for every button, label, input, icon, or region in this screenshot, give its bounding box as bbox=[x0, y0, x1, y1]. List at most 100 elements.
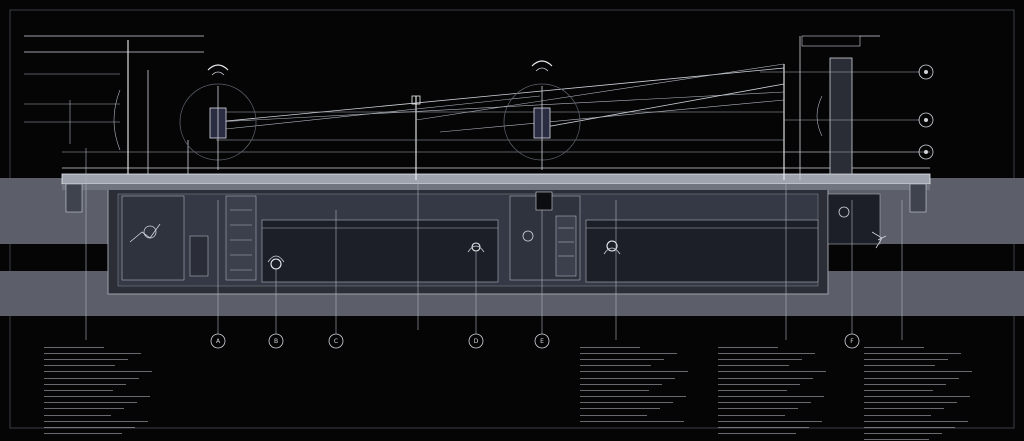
note-line bbox=[44, 416, 148, 422]
right-callout-2 bbox=[918, 112, 934, 128]
callout-label: B bbox=[274, 338, 278, 345]
callout-circle bbox=[534, 333, 550, 349]
bottom-callout-c4: D bbox=[468, 333, 484, 349]
note-line bbox=[718, 361, 789, 367]
note-line bbox=[718, 416, 822, 422]
note-line bbox=[44, 361, 115, 367]
note-line bbox=[718, 342, 778, 348]
note-block-mid bbox=[580, 342, 688, 422]
bottom-callout-c1: A bbox=[210, 333, 226, 349]
deck-underside bbox=[62, 184, 930, 190]
callout-label: D bbox=[474, 338, 479, 345]
note-line bbox=[718, 422, 809, 429]
note-line bbox=[44, 385, 113, 391]
right-leaders bbox=[760, 71, 920, 153]
note-line bbox=[864, 410, 931, 416]
callout-circle bbox=[268, 333, 284, 349]
note-line bbox=[44, 404, 124, 410]
note-line bbox=[44, 398, 137, 404]
note-line bbox=[864, 385, 933, 391]
right-tower bbox=[829, 57, 853, 175]
note-line bbox=[44, 410, 111, 416]
note-line bbox=[44, 367, 152, 373]
callout-label: F bbox=[850, 338, 854, 345]
note-line bbox=[718, 392, 824, 398]
callout-circle bbox=[328, 333, 344, 349]
callout-circle bbox=[210, 333, 226, 349]
lamp-center bbox=[503, 60, 581, 170]
bottom-callout-c3: C bbox=[328, 333, 344, 349]
note-line bbox=[44, 354, 128, 360]
right-callout-3 bbox=[918, 144, 934, 160]
note-line bbox=[580, 385, 649, 391]
note-line bbox=[580, 342, 640, 348]
note-line bbox=[864, 404, 944, 410]
note-block-right-1 bbox=[718, 342, 826, 435]
note-line bbox=[580, 354, 664, 360]
note-line bbox=[718, 404, 798, 410]
equipment-right bbox=[827, 193, 887, 249]
note-line bbox=[44, 373, 139, 379]
note-block-left bbox=[44, 342, 152, 435]
callout-circle bbox=[844, 333, 860, 349]
bottom-callout-c2: B bbox=[268, 333, 284, 349]
fixture-tank-right bbox=[603, 240, 621, 255]
note-line bbox=[580, 416, 684, 422]
note-line bbox=[864, 398, 957, 404]
note-line bbox=[718, 410, 785, 416]
cable-lines bbox=[215, 63, 785, 141]
note-line bbox=[580, 348, 677, 354]
left-leaders bbox=[24, 35, 204, 151]
note-line bbox=[864, 348, 961, 354]
note-line bbox=[718, 348, 815, 354]
note-line bbox=[580, 361, 651, 367]
note-line bbox=[580, 379, 662, 385]
note-line bbox=[718, 385, 787, 391]
callout-label: E bbox=[540, 338, 544, 345]
note-line bbox=[864, 422, 955, 429]
note-line bbox=[864, 416, 968, 422]
note-line bbox=[44, 348, 141, 354]
callout-label: C bbox=[334, 338, 338, 345]
note-line bbox=[864, 429, 942, 435]
bottom-callout-c5: E bbox=[534, 333, 550, 349]
callout-label: A bbox=[216, 338, 221, 345]
note-line bbox=[864, 367, 972, 373]
note-block-right-2 bbox=[864, 342, 972, 441]
right-abutment bbox=[909, 183, 927, 213]
note-line bbox=[580, 392, 686, 398]
equipment-center bbox=[509, 191, 581, 281]
note-line bbox=[864, 379, 946, 385]
note-line bbox=[718, 373, 813, 379]
note-line bbox=[718, 367, 826, 373]
note-leaders bbox=[85, 148, 903, 340]
note-line bbox=[718, 379, 800, 385]
right-callout-1 bbox=[918, 64, 934, 80]
note-line bbox=[44, 379, 126, 385]
note-line bbox=[718, 398, 811, 404]
callout-circle bbox=[468, 333, 484, 349]
note-line bbox=[864, 361, 935, 367]
note-line bbox=[718, 354, 802, 360]
note-line bbox=[864, 342, 924, 348]
note-line bbox=[44, 342, 104, 348]
note-line bbox=[864, 354, 948, 360]
note-line bbox=[864, 392, 970, 398]
tank-right bbox=[585, 219, 819, 283]
note-line bbox=[580, 398, 673, 404]
lamp-left bbox=[179, 64, 257, 170]
note-line bbox=[44, 422, 135, 429]
note-line bbox=[580, 404, 660, 410]
note-line bbox=[44, 429, 122, 435]
note-line bbox=[718, 429, 796, 435]
note-line bbox=[864, 373, 959, 379]
tank-left bbox=[261, 219, 499, 283]
bottom-callout-c6: F bbox=[844, 333, 860, 349]
note-line bbox=[44, 392, 150, 398]
note-line bbox=[580, 373, 675, 379]
note-line bbox=[580, 410, 647, 416]
note-line bbox=[580, 367, 688, 373]
equipment-left bbox=[121, 195, 257, 281]
